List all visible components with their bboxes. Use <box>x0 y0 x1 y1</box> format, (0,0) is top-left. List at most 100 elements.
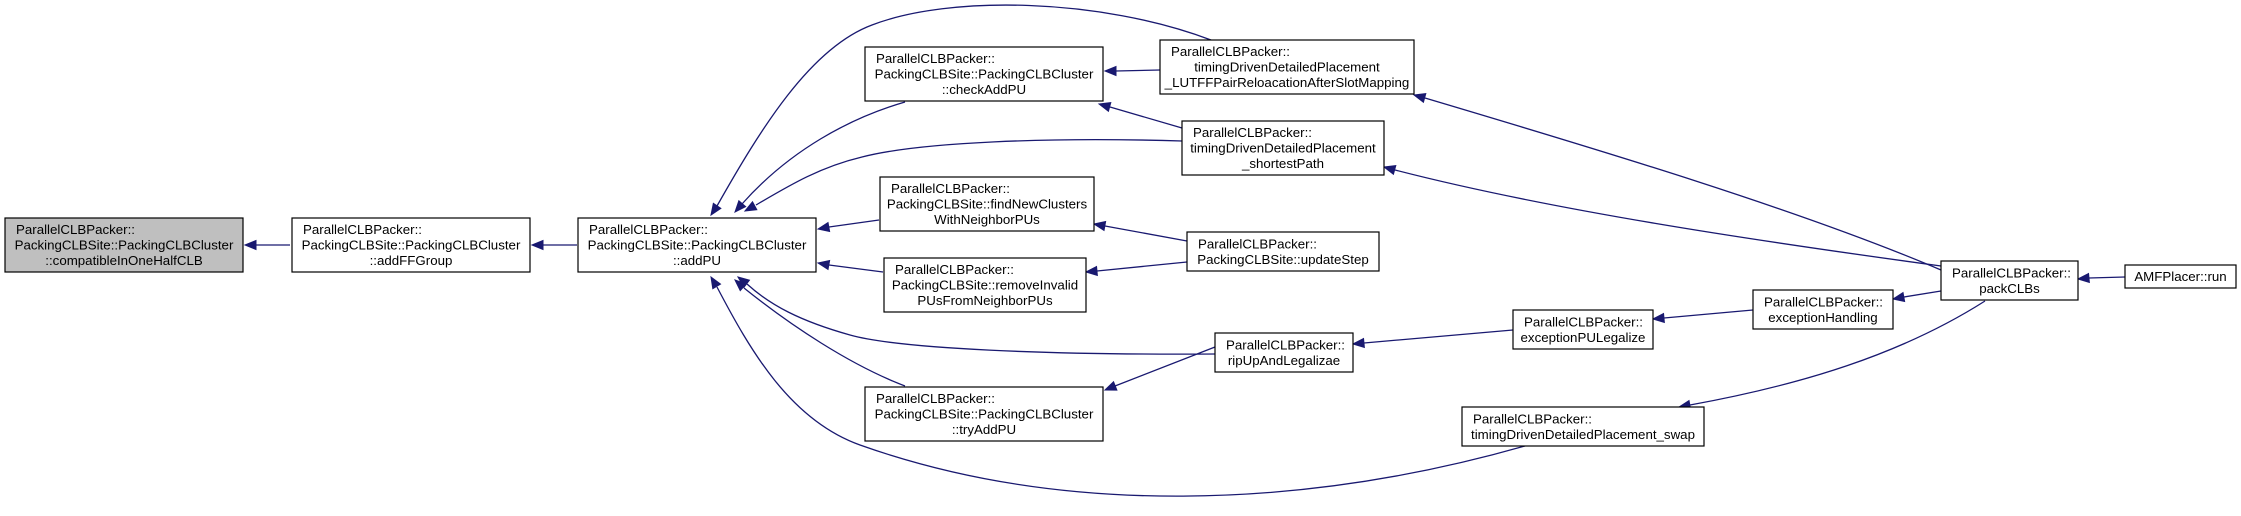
node-run[interactable]: AMFPlacer::run <box>2124 264 2237 289</box>
node-checkAddPU[interactable]: ParallelCLBPacker::PackingCLBSite::Packi… <box>864 46 1104 102</box>
arrowhead-icon <box>743 200 758 212</box>
node-swap[interactable]: ParallelCLBPacker::timingDrivenDetailedP… <box>1461 406 1705 447</box>
node-label-line: PackingCLBSite::removeInvalid <box>892 278 1078 293</box>
arrowhead-icon <box>734 199 747 213</box>
node-ripUp[interactable]: ParallelCLBPacker::ripUpAndLegalizae <box>1214 332 1354 373</box>
node-label-line: PackingCLBSite::updateStep <box>1197 252 1369 267</box>
node-box <box>879 176 1095 232</box>
edge-swap-to-addPU <box>710 275 1526 497</box>
node-label-line: timingDrivenDetailedPlacement <box>1190 141 1376 156</box>
edge-lutff-to-checkAddPU <box>1103 65 1161 77</box>
arrowhead-icon <box>816 259 831 271</box>
edge-line <box>1115 69 1161 72</box>
node-label-line: AMFPlacer::run <box>2134 269 2226 284</box>
node-label-line: _LUTFFPairReloacationAfterSlotMapping <box>1164 75 1410 90</box>
edge-line <box>828 219 880 228</box>
edge-line <box>1689 300 1986 406</box>
edge-line <box>1394 169 1942 267</box>
node-box <box>2124 264 2237 289</box>
node-lutff[interactable]: ParallelCLBPacker::timingDrivenDetailedP… <box>1159 39 1415 95</box>
node-addFFGroup[interactable]: ParallelCLBPacker::PackingCLBSite::Packi… <box>291 217 531 273</box>
node-label-line: PackingCLBSite::PackingCLBCluster <box>875 407 1094 422</box>
node-box <box>883 257 1087 313</box>
node-label-line: timingDrivenDetailedPlacement_swap <box>1471 427 1695 442</box>
node-label-line: PackingCLBSite::PackingCLBCluster <box>588 238 807 253</box>
node-label-line: ParallelCLBPacker:: <box>876 391 995 406</box>
arrowhead-icon <box>243 239 257 251</box>
arrowhead-icon <box>710 275 722 290</box>
edge-lutff-to-addPU <box>710 4 1212 217</box>
edge-packCLBs-to-shortest <box>1382 164 1942 267</box>
edge-line <box>1363 329 1514 344</box>
node-exceptionPU[interactable]: ParallelCLBPacker::exceptionPULegalize <box>1512 309 1654 350</box>
node-label-line: ParallelCLBPacker:: <box>1952 265 2071 280</box>
arrowhead-icon <box>1103 380 1118 391</box>
edge-line <box>1096 261 1188 272</box>
node-box <box>1159 39 1415 95</box>
arrowhead-icon <box>1097 101 1112 113</box>
edge-line <box>1663 309 1754 319</box>
edge-findNew-to-addPU <box>816 219 880 233</box>
edge-addPU-to-addFFGroup <box>530 239 577 251</box>
node-exceptionHandling[interactable]: ParallelCLBPacker::exceptionHandling <box>1752 289 1894 330</box>
node-shortest[interactable]: ParallelCLBPacker::timingDrivenDetailedP… <box>1181 120 1385 176</box>
edge-line <box>716 4 1212 207</box>
node-label-line: PackingCLBSite::PackingCLBCluster <box>875 67 1094 82</box>
arrowhead-icon <box>1103 65 1117 77</box>
node-removeInvalid[interactable]: ParallelCLBPacker::PackingCLBSite::remov… <box>883 257 1087 313</box>
edge-line <box>746 283 1216 355</box>
arrowhead-icon <box>530 239 544 251</box>
arrowhead-icon <box>2076 272 2090 284</box>
node-label-line: ParallelCLBPacker:: <box>891 181 1010 196</box>
node-label-line: PUsFromNeighborPUs <box>917 293 1053 308</box>
node-label-line: exceptionHandling <box>1768 310 1877 325</box>
edge-line <box>716 286 1526 497</box>
node-label-line: ParallelCLBPacker:: <box>303 222 422 237</box>
node-box <box>1181 120 1385 176</box>
arrowhead-icon <box>1891 291 1906 303</box>
edge-shortest-to-checkAddPU <box>1097 101 1183 129</box>
node-label-line: exceptionPULegalize <box>1521 330 1646 345</box>
node-label-line: ParallelCLBPacker:: <box>1473 411 1592 426</box>
edge-updateStep-to-findNew <box>1092 220 1188 242</box>
node-label-line: ParallelCLBPacker:: <box>1524 314 1643 329</box>
node-updateStep[interactable]: ParallelCLBPacker::PackingCLBSite::updat… <box>1186 231 1380 272</box>
edge-packCLBs-to-exceptionHandling <box>1891 290 1942 303</box>
edge-updateStep-to-removeInvalid <box>1084 261 1188 277</box>
node-box <box>1186 231 1380 272</box>
node-label-line: ParallelCLBPacker:: <box>589 222 708 237</box>
node-box <box>1512 309 1654 350</box>
edge-line <box>1104 225 1188 242</box>
node-label-line: PackingCLBSite::findNewClusters <box>887 197 1088 212</box>
edge-line <box>2088 276 2126 279</box>
node-box <box>864 386 1104 442</box>
node-label-line: ParallelCLBPacker:: <box>1171 44 1290 59</box>
edge-removeInvalid-to-addPU <box>816 259 884 273</box>
arrowhead-icon <box>1092 220 1107 232</box>
edge-line <box>1424 97 1942 271</box>
edge-line <box>828 264 884 273</box>
node-box <box>864 46 1104 102</box>
edge-exceptionPU-to-ripUp <box>1351 329 1514 349</box>
node-addPU[interactable]: ParallelCLBPacker::PackingCLBSite::Packi… <box>577 217 817 273</box>
edge-addFFGroup-to-compatible <box>243 239 290 251</box>
node-label-line: ParallelCLBPacker:: <box>876 51 995 66</box>
node-label-line: ParallelCLBPacker:: <box>1193 125 1312 140</box>
node-label-line: ParallelCLBPacker:: <box>1198 236 1317 251</box>
arrowhead-icon <box>1412 92 1427 104</box>
node-label-line: packCLBs <box>1979 281 2040 296</box>
node-label-line: ParallelCLBPacker:: <box>1226 337 1345 352</box>
node-label-line: ParallelCLBPacker:: <box>16 222 135 237</box>
arrowhead-icon <box>1084 265 1098 277</box>
node-box <box>1461 406 1705 447</box>
node-tryAddPU[interactable]: ParallelCLBPacker::PackingCLBSite::Packi… <box>864 386 1104 442</box>
node-label-line: WithNeighborPUs <box>934 212 1040 227</box>
edge-line <box>755 139 1183 206</box>
node-compatible[interactable]: ParallelCLBPacker::PackingCLBSite::Packi… <box>4 217 244 273</box>
node-packCLBs[interactable]: ParallelCLBPacker::packCLBs <box>1940 260 2079 301</box>
edge-line <box>1903 290 1942 298</box>
node-label-line: ParallelCLBPacker:: <box>895 262 1014 277</box>
node-box <box>577 217 817 273</box>
node-findNew[interactable]: ParallelCLBPacker::PackingCLBSite::findN… <box>879 176 1095 232</box>
